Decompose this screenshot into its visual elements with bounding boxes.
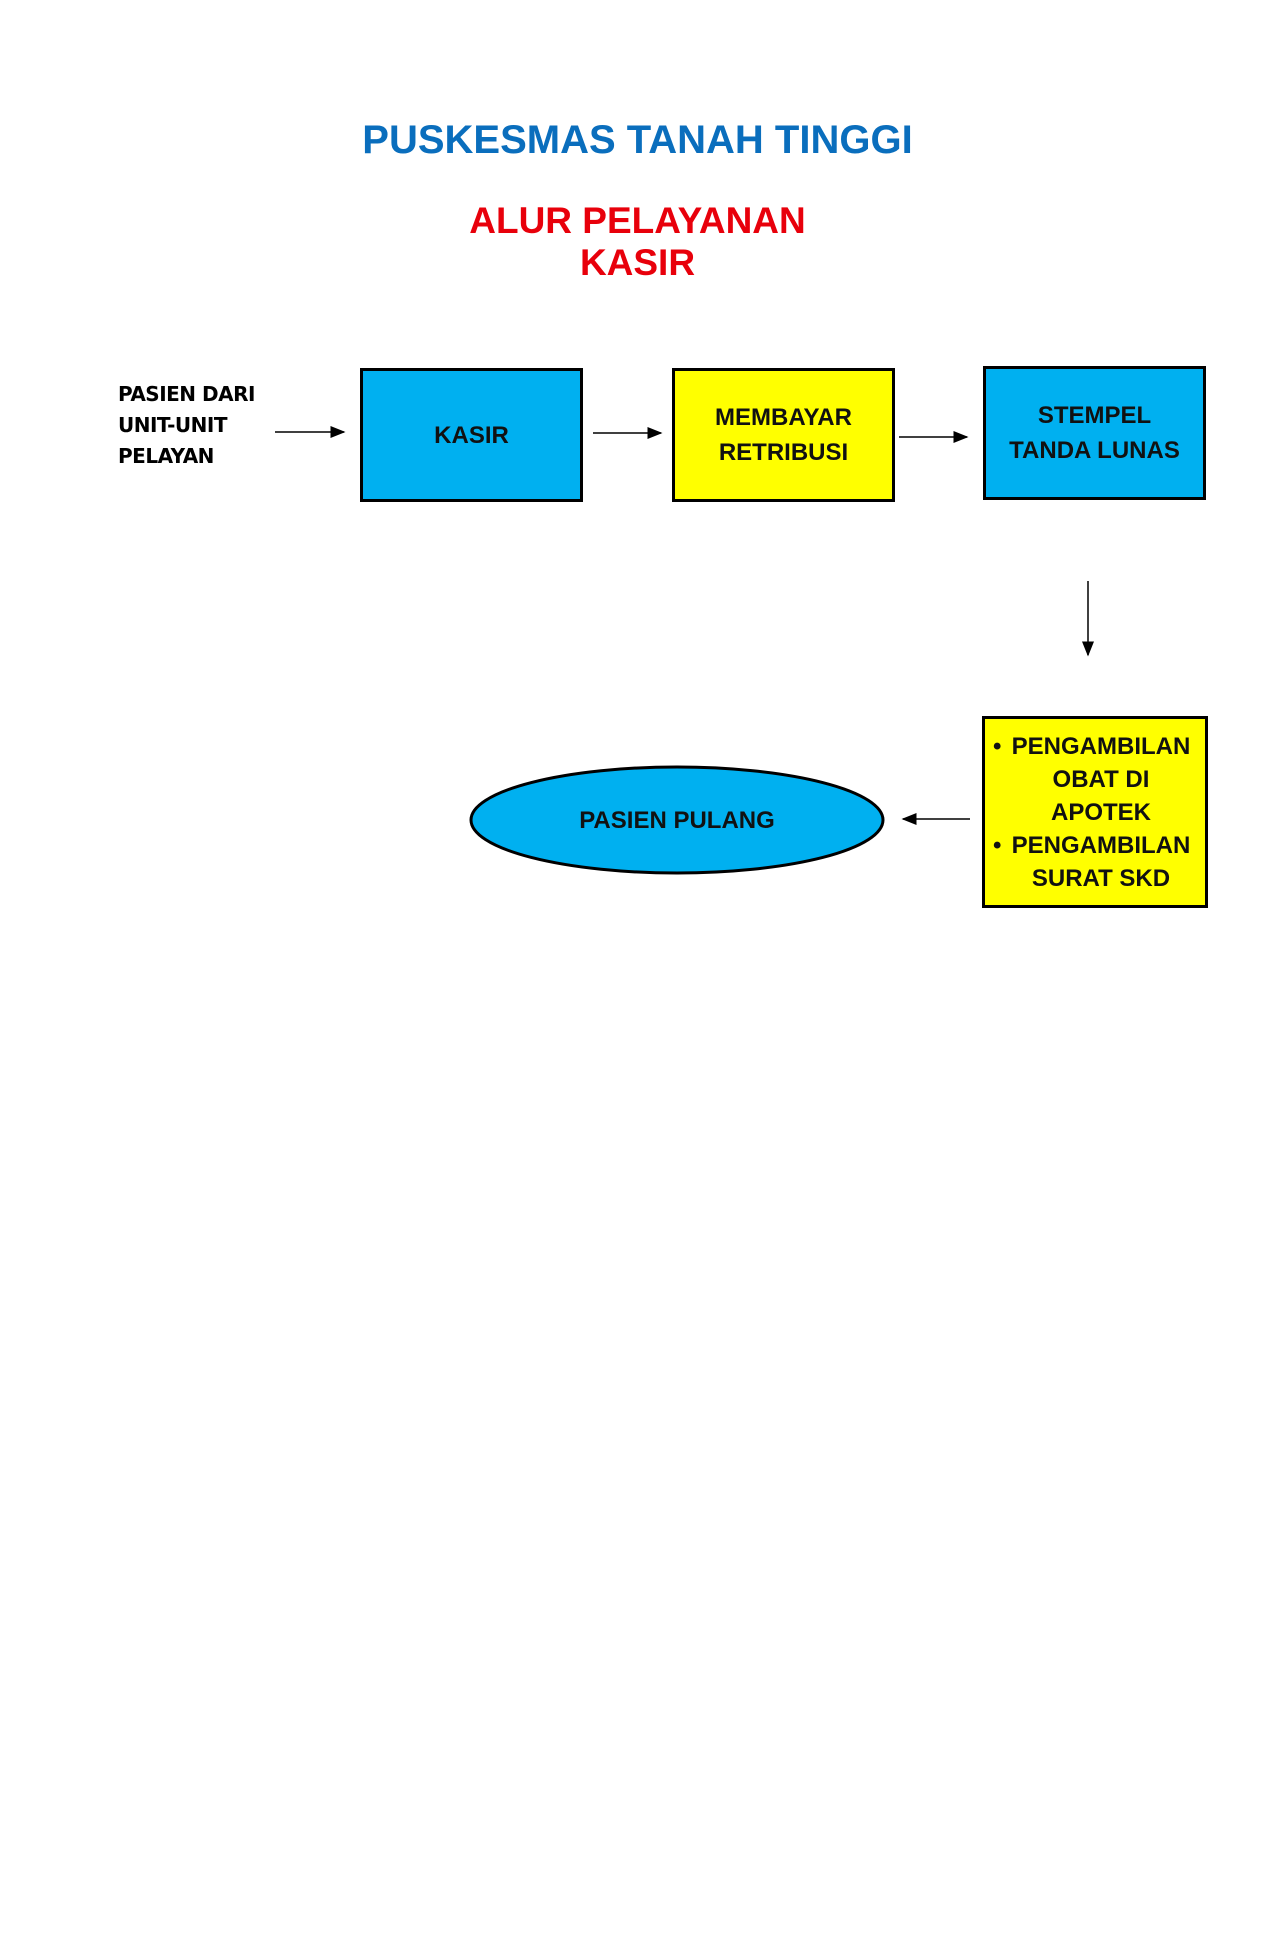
node-kasir-label: KASIR	[434, 421, 509, 449]
node-label-line: TANDA LUNAS	[1009, 437, 1180, 464]
node-pengambilan: PENGAMBILAN OBAT DI APOTEKPENGAMBILAN SU…	[982, 716, 1208, 908]
node-membayar-retribusi: MEMBAYAR RETRIBUSI	[672, 368, 895, 502]
node-pasien-pulang: PASIEN PULANG	[471, 767, 883, 873]
source-label-line-1: PASIEN DARI	[118, 382, 255, 406]
node-label-line: RETRIBUSI	[718, 439, 849, 466]
subtitle-line-1: ALUR PELAYANAN	[469, 200, 806, 241]
bullet-item: PENGAMBILAN SURAT SKD	[993, 829, 1195, 895]
node-pasien-pulang-label: PASIEN PULANG	[579, 806, 775, 834]
node-label-line: MEMBAYAR	[715, 404, 852, 431]
node-kasir: KASIR	[360, 368, 583, 502]
subtitle-line-2: KASIR	[579, 242, 696, 283]
source-label-line-3: PELAYAN	[118, 444, 214, 468]
page-title: PUSKESMAS TANAH TINGGI	[362, 118, 913, 162]
node-label-line: STEMPEL	[1037, 402, 1152, 429]
node-stempel-tanda-lunas: STEMPEL TANDA LUNAS	[983, 366, 1206, 500]
source-label-line-2: UNIT-UNIT	[118, 413, 228, 437]
pasien-pulang-ellipse	[469, 765, 885, 875]
bullet-item: PENGAMBILAN OBAT DI APOTEK	[993, 730, 1195, 829]
